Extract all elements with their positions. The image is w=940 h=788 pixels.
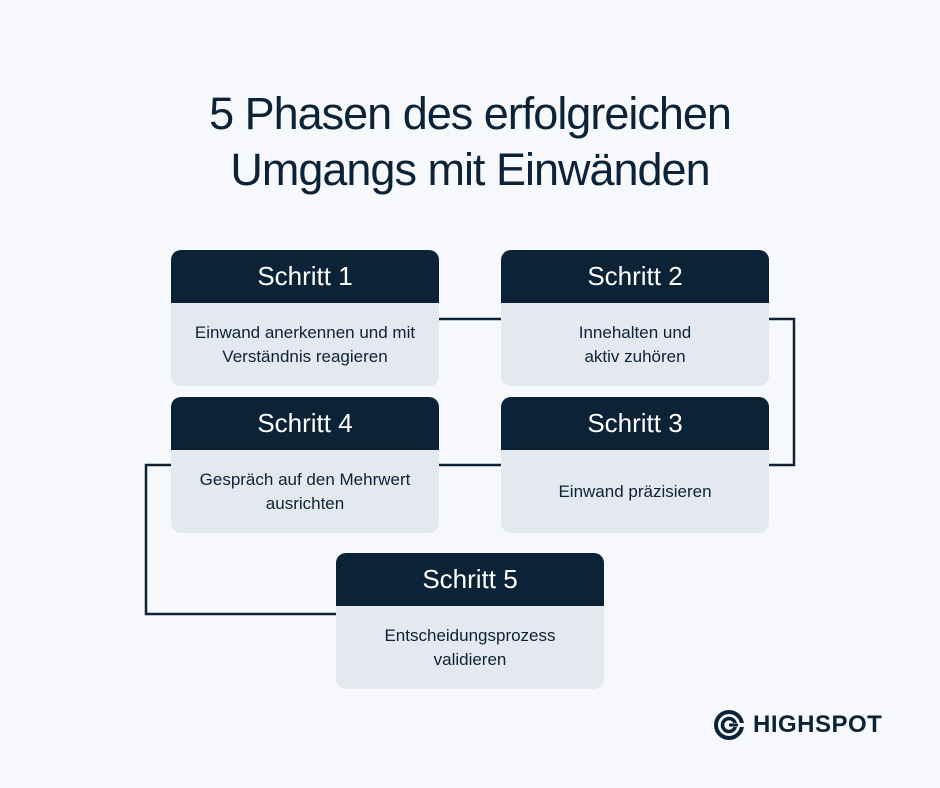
step-card-5: Schritt 5 Entscheidungsprozess validiere…: [336, 553, 604, 689]
step-card-3: Schritt 3 Einwand präzisieren: [501, 397, 769, 533]
step-card-1: Schritt 1 Einwand anerkennen und mit Ver…: [171, 250, 439, 386]
title-line-2: Umgangs mit Einwänden: [230, 144, 710, 195]
page-title: 5 Phasen des erfolgreichen Umgangs mit E…: [0, 86, 940, 198]
step-card-4: Schritt 4 Gespräch auf den Mehrwert ausr…: [171, 397, 439, 533]
logo-text: HIGHSPOT: [753, 711, 883, 738]
step-description: Entscheidungsprozess validieren: [384, 625, 556, 669]
highspot-logo-icon: [714, 710, 745, 740]
step-description: Einwand anerkennen und mit Verständnis r…: [194, 322, 416, 366]
connector-2-3: [768, 317, 796, 467]
step-heading: Schritt 4: [171, 397, 439, 450]
step-heading: Schritt 3: [501, 397, 769, 450]
title-line-1: 5 Phasen des erfolgreichen: [209, 88, 732, 139]
step-description: Einwand präzisieren: [558, 481, 712, 501]
step-description: Gespräch auf den Mehrwert ausrichten: [199, 469, 411, 513]
step-heading: Schritt 2: [501, 250, 769, 303]
highspot-logo: HIGHSPOT: [713, 708, 882, 742]
step-heading: Schritt 1: [171, 250, 439, 303]
step-description: Innehalten und aktiv zuhören: [578, 322, 692, 366]
step-heading: Schritt 5: [336, 553, 604, 606]
step-card-2: Schritt 2 Innehalten und aktiv zuhören: [501, 250, 769, 386]
connector-4-5: [144, 463, 336, 616]
